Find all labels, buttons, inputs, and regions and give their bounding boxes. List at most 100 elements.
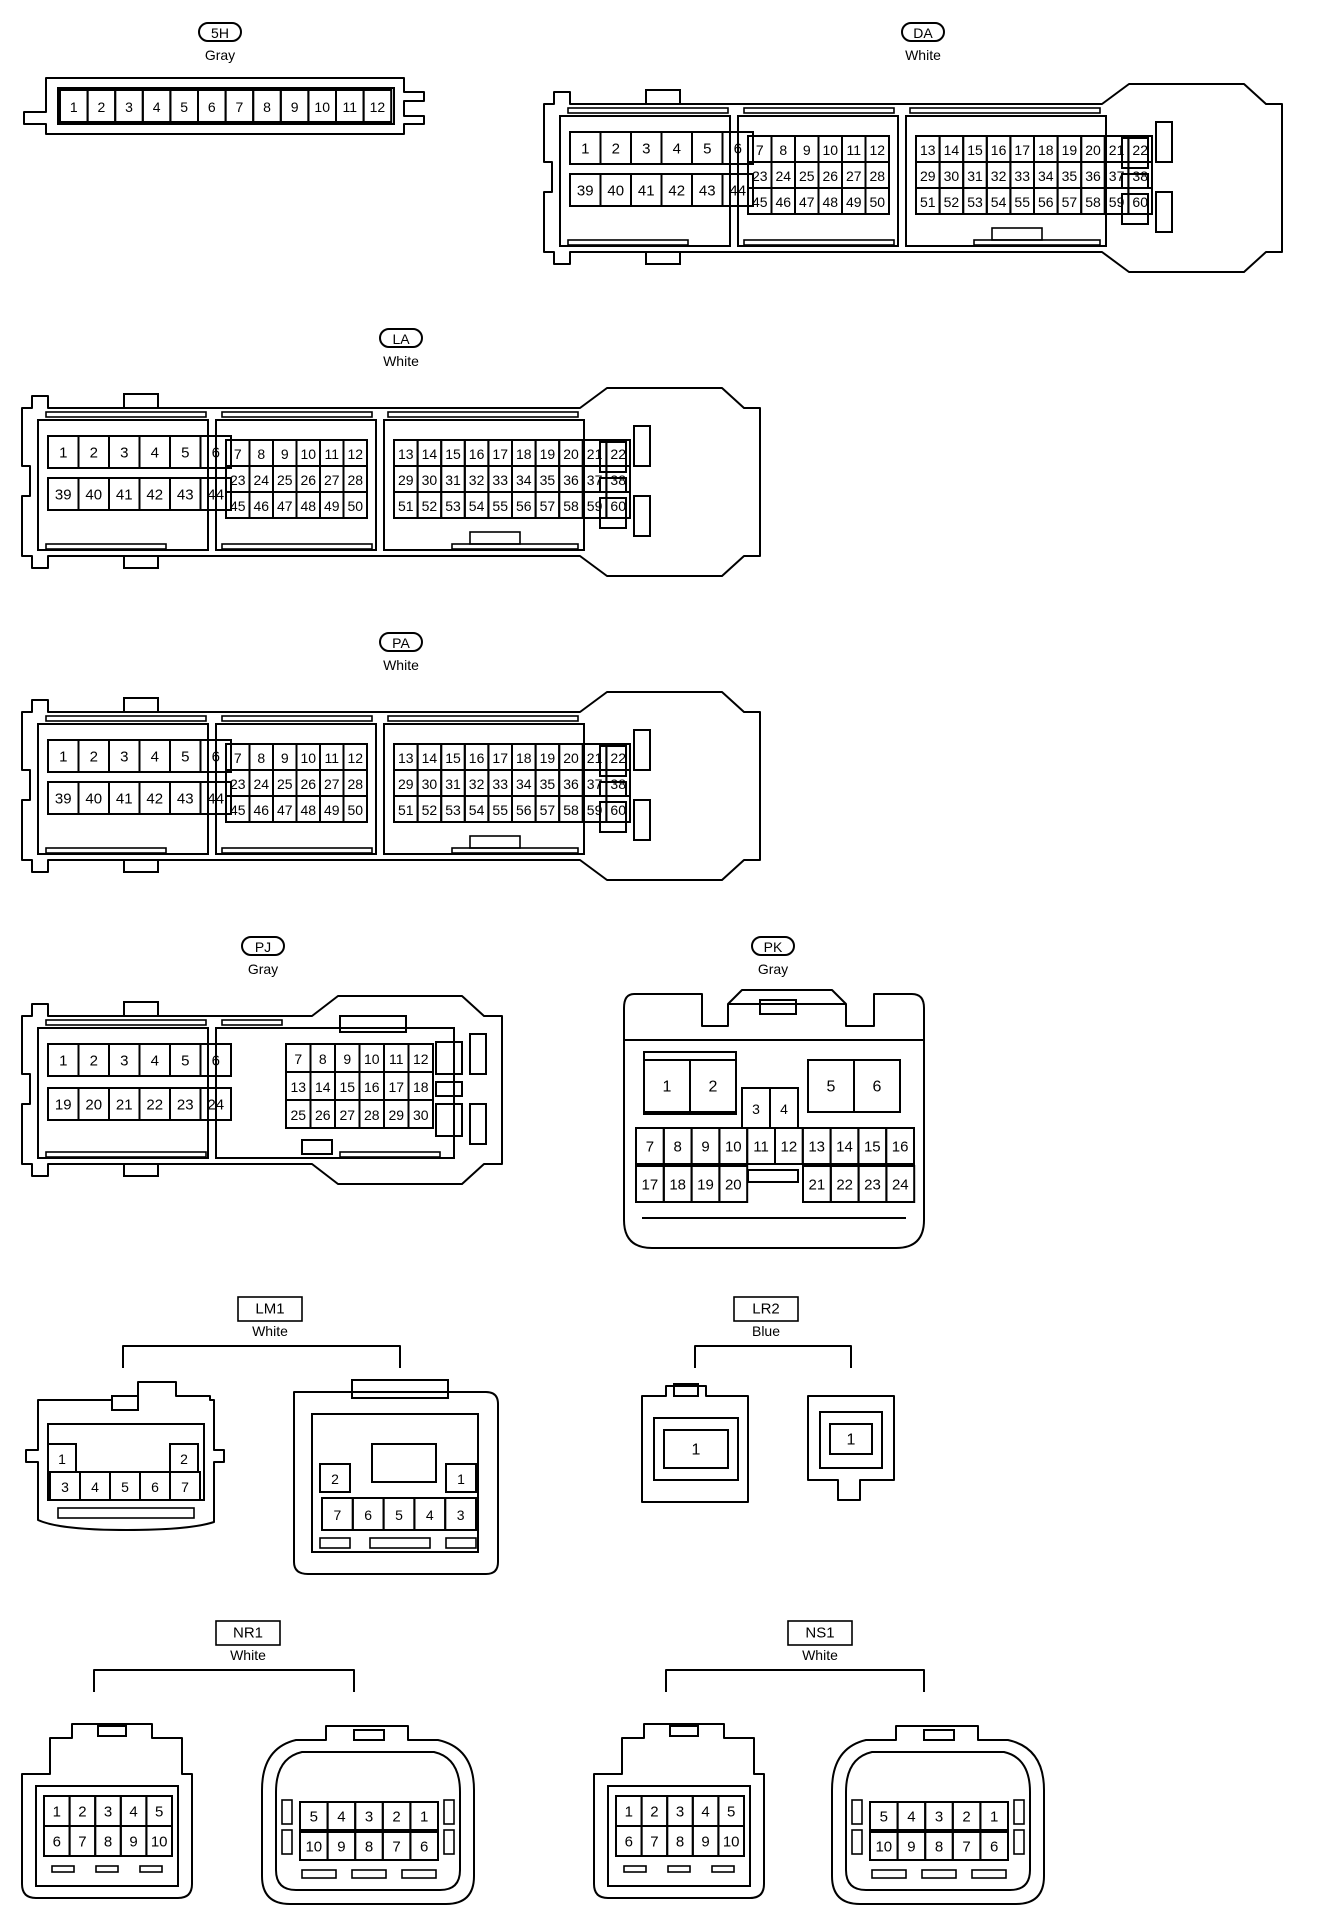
connector-color-label: Blue bbox=[752, 1323, 780, 1339]
pin-number: 28 bbox=[364, 1107, 380, 1123]
pin-number: 13 bbox=[398, 446, 414, 462]
pin-number: 18 bbox=[413, 1079, 429, 1095]
side-latch bbox=[1121, 193, 1149, 225]
side-latch bbox=[599, 497, 627, 529]
pin-number: 13 bbox=[808, 1139, 825, 1156]
pin-number: 5 bbox=[155, 1804, 163, 1821]
pin-number: 1 bbox=[53, 1804, 61, 1821]
pin-number: 45 bbox=[752, 194, 768, 210]
side-rail bbox=[633, 425, 651, 467]
pin-number: 11 bbox=[753, 1139, 769, 1156]
body-outline bbox=[275, 1751, 461, 1891]
key-block bbox=[301, 1139, 333, 1155]
side-latch bbox=[435, 1041, 463, 1075]
side-latch bbox=[599, 801, 627, 833]
connector-code-badge bbox=[379, 632, 423, 652]
connector-code-badge bbox=[751, 936, 795, 956]
latch-slot bbox=[387, 715, 579, 722]
pin-cell bbox=[663, 1429, 729, 1469]
latch-slot bbox=[95, 1865, 119, 1873]
pin-cell bbox=[979, 1801, 1010, 1831]
pin-number: 6 bbox=[734, 141, 742, 158]
pin-number: 22 bbox=[146, 1097, 163, 1114]
pin-number: 31 bbox=[967, 168, 983, 184]
pin-number: 19 bbox=[697, 1177, 714, 1194]
pin-number: 2 bbox=[612, 141, 620, 158]
pin-number: 23 bbox=[752, 168, 768, 184]
connector-color-label: White bbox=[905, 47, 941, 63]
pin-number: 10 bbox=[875, 1839, 892, 1856]
pin-number: 26 bbox=[300, 776, 316, 792]
pin-number: 48 bbox=[300, 802, 316, 818]
pin-number: 9 bbox=[291, 99, 299, 115]
pin-number: 48 bbox=[822, 194, 838, 210]
latch-slot bbox=[221, 1019, 283, 1026]
pin-number: 23 bbox=[864, 1177, 881, 1194]
pin-number: 2 bbox=[90, 1053, 98, 1070]
panel-c bbox=[905, 115, 1107, 247]
pin-number: 1 bbox=[457, 1471, 465, 1487]
connector-color-label: White bbox=[252, 1323, 288, 1339]
inner-frame bbox=[819, 1411, 883, 1469]
pin-number: 2 bbox=[98, 99, 106, 115]
pin-cell bbox=[342, 795, 368, 823]
pin-number: 22 bbox=[836, 1177, 853, 1194]
pin-number: 4 bbox=[153, 99, 161, 115]
pin-number: 29 bbox=[398, 472, 414, 488]
pin-cell bbox=[979, 1831, 1010, 1861]
latch-slot bbox=[369, 1537, 431, 1549]
pin-number: 7 bbox=[392, 1839, 400, 1856]
panel-c bbox=[383, 419, 585, 551]
side-rail bbox=[633, 495, 651, 537]
latch-slot bbox=[469, 531, 521, 545]
pin-number: 50 bbox=[869, 194, 885, 210]
pin-number: 1 bbox=[692, 1442, 701, 1459]
pin-number: 58 bbox=[1085, 194, 1101, 210]
pin-number: 17 bbox=[492, 446, 508, 462]
pin-number: 7 bbox=[962, 1839, 970, 1856]
latch-slot bbox=[469, 835, 521, 849]
pin-number: 11 bbox=[343, 99, 358, 115]
latch-slot bbox=[711, 1865, 735, 1873]
pin-number: 12 bbox=[413, 1051, 429, 1067]
latch-slot bbox=[351, 1869, 387, 1879]
pin-number: 4 bbox=[337, 1809, 345, 1826]
bracket bbox=[665, 1669, 925, 1692]
pin-number: 10 bbox=[314, 99, 330, 115]
bottom-boss bbox=[645, 251, 681, 265]
connector-code-box bbox=[733, 1296, 799, 1322]
pin-number: 9 bbox=[343, 1051, 351, 1067]
pin-number: 41 bbox=[116, 487, 133, 504]
latch-slot bbox=[743, 107, 895, 114]
pin-number: 25 bbox=[290, 1107, 306, 1123]
pin-number: 25 bbox=[277, 776, 293, 792]
pin-number: 46 bbox=[775, 194, 791, 210]
pin-number: 12 bbox=[781, 1139, 798, 1156]
pin-number: 9 bbox=[337, 1839, 345, 1856]
pin-number: 55 bbox=[492, 802, 508, 818]
pin-number: 17 bbox=[388, 1079, 404, 1095]
pin-number: 5 bbox=[121, 1479, 129, 1495]
pin-number: 6 bbox=[208, 99, 216, 115]
pin-cell bbox=[864, 187, 890, 215]
pin-number: 23 bbox=[177, 1097, 194, 1114]
bottom-boss bbox=[123, 555, 159, 569]
top-latch bbox=[353, 1729, 385, 1741]
pin-cell bbox=[717, 1825, 746, 1857]
pin-number: 25 bbox=[799, 168, 815, 184]
top-latch bbox=[97, 1725, 127, 1737]
latch-slot bbox=[221, 847, 373, 854]
side-slot bbox=[1013, 1829, 1025, 1855]
pin-cell bbox=[885, 1127, 916, 1165]
inner-frame bbox=[35, 1785, 179, 1887]
pin-number: 14 bbox=[836, 1139, 853, 1156]
pin-number: 7 bbox=[646, 1139, 654, 1156]
pin-number: 40 bbox=[85, 791, 102, 808]
pin-number: 54 bbox=[469, 498, 485, 514]
pin-number: 40 bbox=[607, 183, 624, 200]
pin-number: 48 bbox=[300, 498, 316, 514]
pin-number: 6 bbox=[364, 1507, 372, 1523]
pin-number: 57 bbox=[1062, 194, 1078, 210]
